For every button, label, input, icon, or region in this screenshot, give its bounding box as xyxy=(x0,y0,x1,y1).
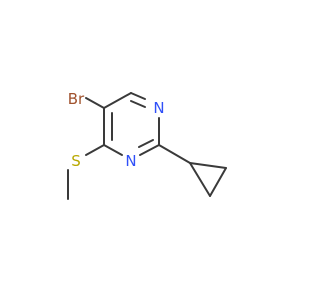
bond-c5-br xyxy=(85,97,105,109)
bond-c6-n1-double xyxy=(130,100,146,108)
bond-cp-b-c xyxy=(209,167,227,197)
bond-c2-cp xyxy=(158,144,191,164)
molecule-structure: Br N N S xyxy=(67,90,227,200)
bond-c4-n3 xyxy=(103,144,123,156)
bond-n3-c2 xyxy=(139,144,160,156)
bond-n3-c2-double xyxy=(138,139,154,148)
atom-n3-label: N xyxy=(125,152,136,170)
bond-c4-s xyxy=(85,144,105,156)
atom-labels: Br N N S xyxy=(68,90,165,170)
bond-cp-c-a xyxy=(189,162,227,169)
bond-c6-n1 xyxy=(130,92,146,100)
atom-br-label: Br xyxy=(68,90,85,108)
bonds xyxy=(67,92,227,200)
atom-n1-label: N xyxy=(153,99,164,117)
atom-s-label: S xyxy=(71,152,81,170)
bond-cp-a-b xyxy=(189,162,211,197)
bond-c6-c5 xyxy=(103,92,132,109)
